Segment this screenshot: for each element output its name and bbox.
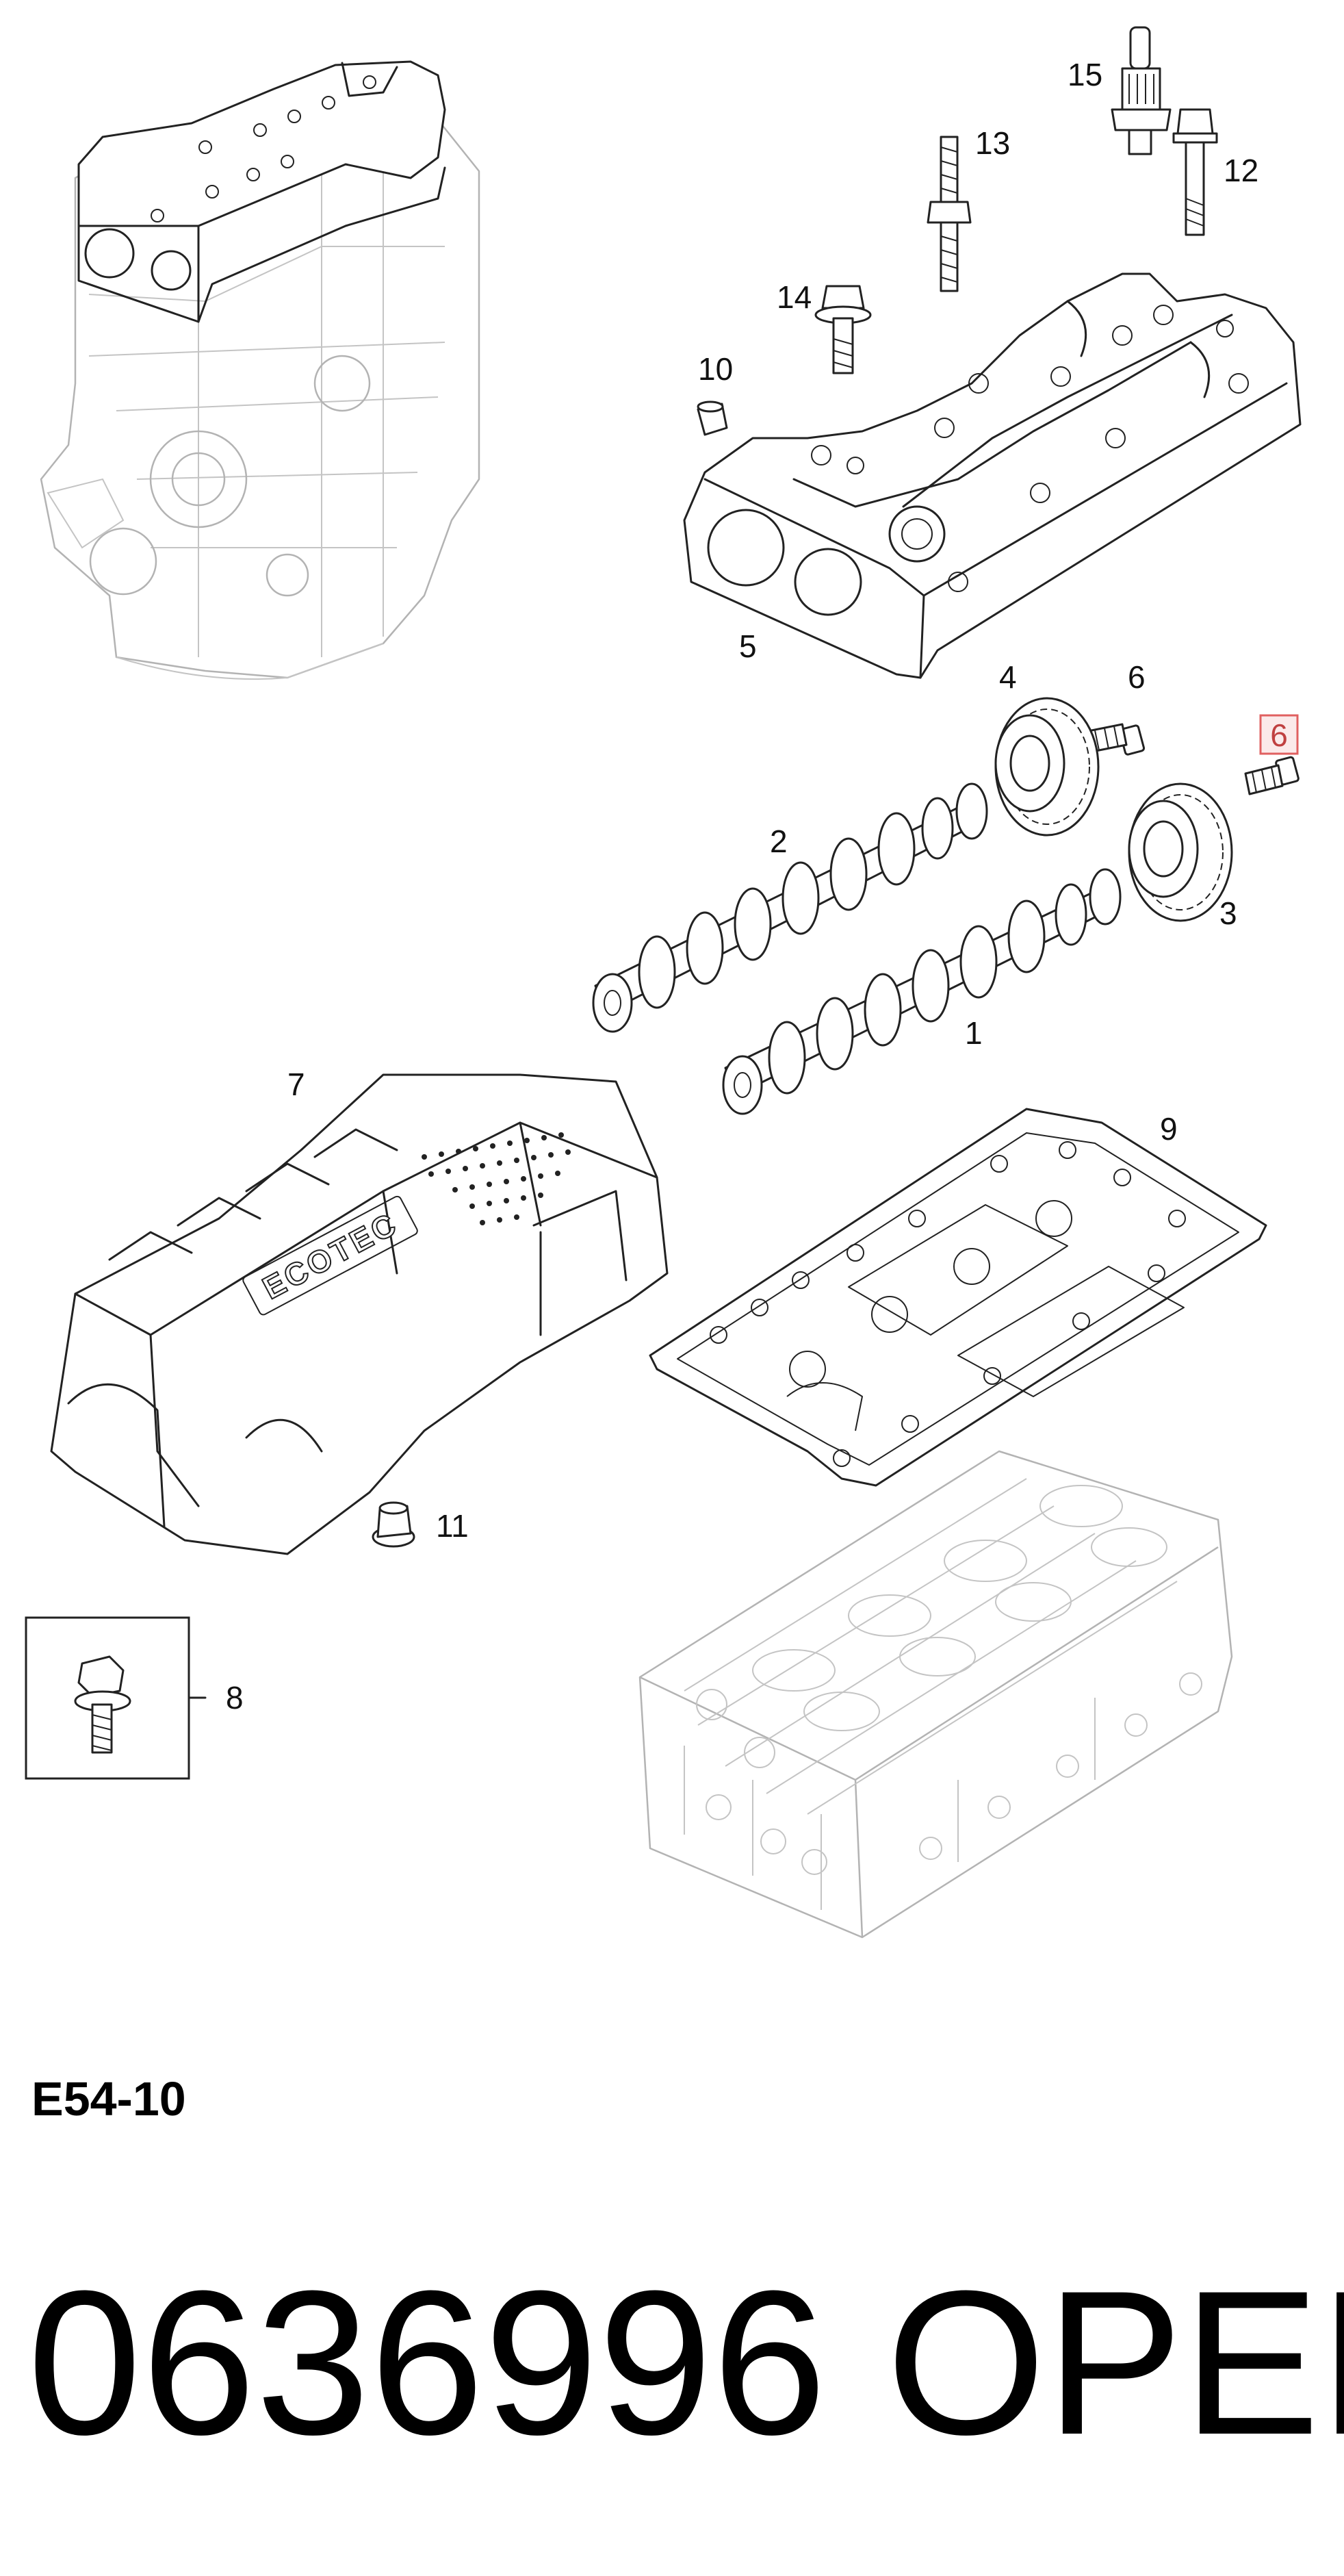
part-number: 0636996 <box>27 2247 827 2477</box>
callout-2: 2 <box>770 824 788 859</box>
camshaft-housing-highlight <box>77 60 446 323</box>
part-5-camshaft-housing <box>683 272 1302 679</box>
highlight-box-6 <box>1259 714 1299 755</box>
part-6-bolt-b-highlighted <box>1244 756 1300 795</box>
callout-12: 12 <box>1224 153 1258 188</box>
part-10-plug <box>697 400 728 436</box>
cover-vent-dots <box>422 1132 571 1225</box>
callout-7: 7 <box>287 1067 305 1102</box>
section-code: E54-10 <box>31 2072 186 2126</box>
part-3-sprocket <box>1128 782 1233 922</box>
part-6-bolt-a <box>1087 723 1146 756</box>
part-9-gasket <box>649 1108 1267 1487</box>
cylinder-head-ghost <box>638 1450 1233 1939</box>
callout-6a: 6 <box>1128 659 1146 695</box>
callout-3: 3 <box>1219 895 1237 931</box>
callout-15: 15 <box>1068 57 1102 92</box>
callout-6b: 6 <box>1270 717 1288 753</box>
callout-13: 13 <box>975 125 1010 161</box>
callout-10: 10 <box>698 351 733 387</box>
callout-9: 9 <box>1160 1111 1178 1147</box>
part-4-sprocket <box>994 697 1100 837</box>
part-2-camshaft <box>592 782 988 1033</box>
callout-4: 4 <box>999 659 1017 695</box>
part-1-camshaft <box>722 868 1122 1115</box>
part-8-detail-box <box>25 1616 207 1780</box>
callout-11: 11 <box>436 1508 469 1544</box>
brand-name: OPEL <box>886 2247 1344 2477</box>
part-14-flange-bolt <box>814 285 872 374</box>
part-11-grommet <box>372 1501 415 1548</box>
callout-14: 14 <box>777 279 812 315</box>
part-13-stud <box>927 136 972 292</box>
callout-8: 8 <box>226 1680 244 1716</box>
callout-1: 1 <box>965 1015 983 1051</box>
part-12-bolt <box>1172 108 1218 236</box>
part-15-sensor-plug <box>1111 26 1172 155</box>
engine-block-ghost <box>40 115 480 680</box>
callout-5: 5 <box>739 628 757 664</box>
part-7-engine-cover: ECOTEC <box>50 1073 669 1555</box>
